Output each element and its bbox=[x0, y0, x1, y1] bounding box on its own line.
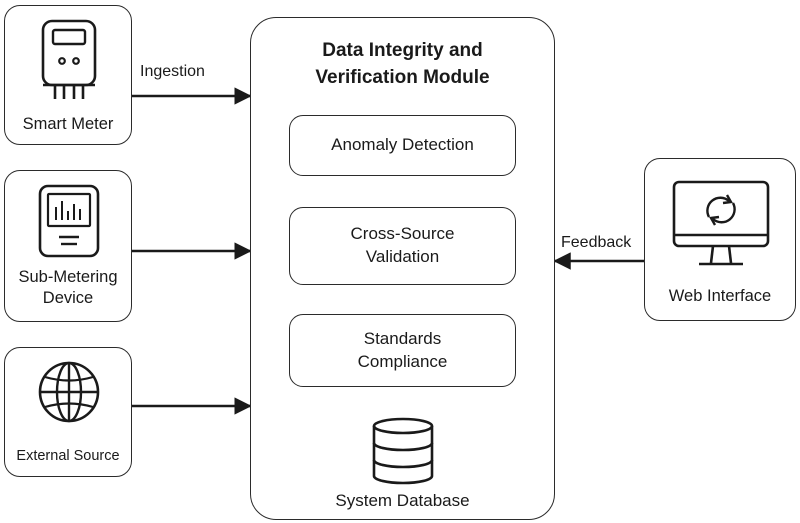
external-source-label-line1: External Source bbox=[16, 448, 120, 464]
data-integrity-module: Data Integrity and Verification Module A… bbox=[250, 17, 555, 520]
monitor-refresh-icon bbox=[672, 180, 770, 266]
step-anomaly-detection-label: Anomaly Detection bbox=[331, 135, 474, 155]
ingestion-label: Ingestion bbox=[140, 63, 205, 80]
globe-icon bbox=[38, 361, 100, 423]
feedback-label: Feedback bbox=[561, 234, 632, 251]
sub-metering-device-label-line2: Device bbox=[42, 289, 94, 308]
system-database-label: System Database bbox=[335, 491, 470, 510]
sub-meter-icon bbox=[38, 184, 100, 258]
module-title: Data Integrity and Verification Module bbox=[251, 38, 554, 91]
sub-metering-device-label: Sub-Metering Device bbox=[5, 267, 131, 310]
step-standards-compliance-line1: Standards bbox=[363, 328, 442, 348]
external-source-label: External Source bbox=[5, 447, 131, 466]
sub-metering-device-node: Sub-Metering Device bbox=[4, 170, 132, 322]
web-interface-node: Web Interface bbox=[644, 158, 796, 321]
module-title-line2: Verification Module bbox=[315, 66, 490, 88]
smart-meter-node: Smart Meter bbox=[4, 5, 132, 145]
external-source-node: External Source bbox=[4, 347, 132, 477]
database-icon bbox=[372, 417, 434, 485]
web-interface-label: Web Interface bbox=[668, 287, 772, 305]
step-standards-compliance-line2: Compliance bbox=[357, 351, 448, 371]
step-standards-compliance: Standards Compliance bbox=[289, 314, 516, 387]
smart-meter-icon bbox=[41, 19, 97, 99]
module-title-line1: Data Integrity and bbox=[322, 40, 483, 61]
sub-metering-device-label-line1: Sub-Metering bbox=[18, 268, 118, 286]
step-anomaly-detection: Anomaly Detection bbox=[289, 115, 516, 176]
step-cross-source-validation-line2: Validation bbox=[365, 247, 440, 266]
smart-meter-label-line1: Smart Meter bbox=[22, 115, 114, 133]
step-cross-source-validation-line1: Cross-Source bbox=[350, 224, 455, 244]
smart-meter-label: Smart Meter bbox=[5, 114, 131, 135]
step-cross-source-validation: Cross-Source Validation bbox=[289, 207, 516, 285]
